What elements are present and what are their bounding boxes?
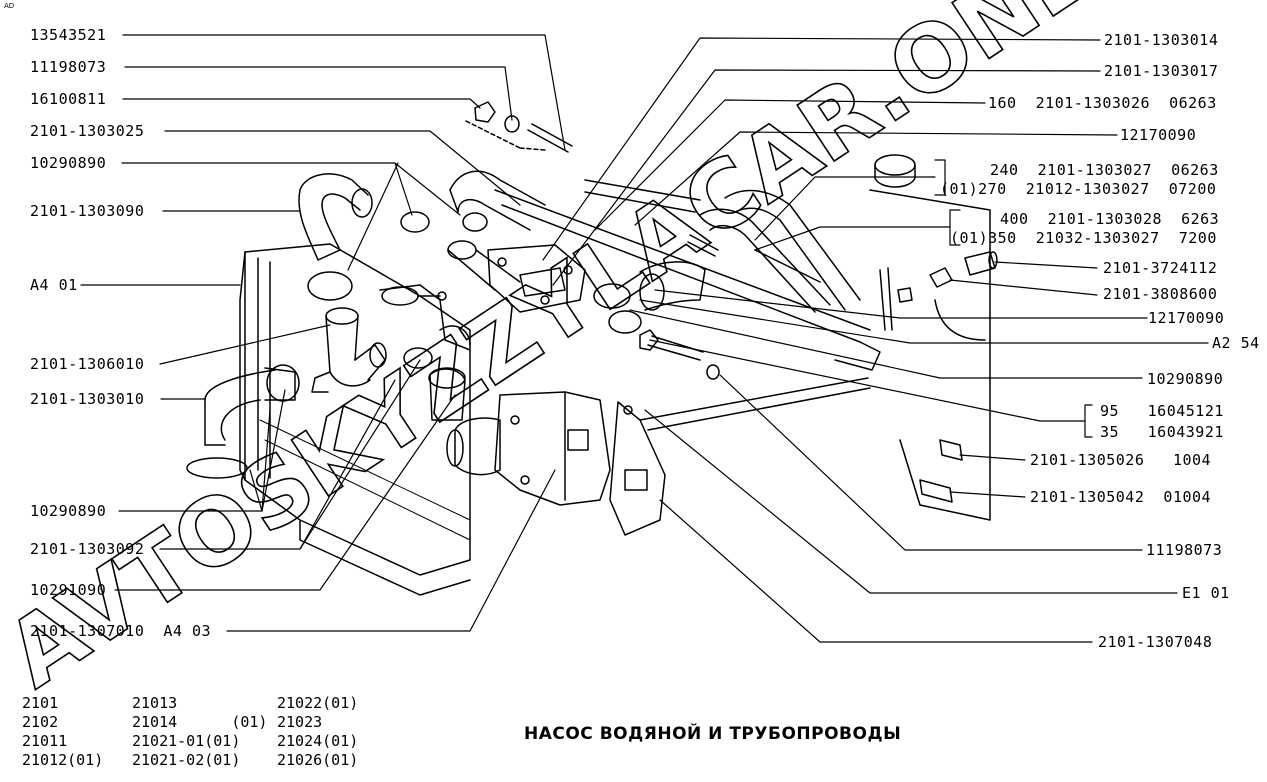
label-2101-3724112: 2101-3724112 (1103, 259, 1218, 277)
diagram-title: НАСОС ВОДЯНОЙ И ТРУБОПРОВОДЫ (524, 724, 902, 744)
label-2101-1303017: 2101-1303017 (1104, 62, 1219, 80)
outlet-flange (487, 244, 586, 313)
label-2101-1307010: 2101-1307010 A4 03 (30, 622, 212, 640)
sensors (687, 234, 998, 503)
bolts (639, 329, 720, 380)
label-2101-1303025: 2101-1303025 (30, 122, 145, 140)
model-cell: 21014 (01) (132, 713, 268, 731)
label-2101-1307048: 2101-1307048 (1098, 633, 1213, 651)
model-cell: 21026(01) (277, 751, 359, 769)
label-2101-1306010: 2101-1306010 (30, 355, 145, 373)
water-pump (428, 367, 611, 506)
expansion-tank (869, 154, 991, 521)
model-cell: 21011 (22, 732, 68, 750)
label-2101-1303027: 240 2101-1303027 06263 (990, 161, 1219, 179)
label-2101-1305026: 2101-1305026 1004 (1030, 451, 1212, 469)
label-10290890-top: 10290890 (30, 154, 107, 172)
label-12170090-right: 12170090 (1148, 309, 1225, 327)
label-a2-54: A2 54 (1212, 334, 1260, 352)
label-16100811: 16100811 (30, 90, 107, 108)
model-cell: 21013 (132, 694, 178, 712)
model-cell: 21021-01(01) (132, 732, 241, 750)
bypass-pipe (447, 170, 546, 291)
label-21012-1303027: (01)270 21012-1303027 07200 (940, 180, 1217, 198)
label-16045121: 95 16045121 (1100, 402, 1224, 420)
label-2101-1303028: 400 2101-1303028 6263 (1000, 210, 1220, 228)
model-cell: 21022(01) (277, 694, 359, 712)
label-2101-1303026: 160 2101-1303026 06263 (988, 94, 1217, 112)
label-10290890-right: 10290890 (1147, 370, 1224, 388)
model-cell: 2101 (22, 694, 59, 712)
leader-lines-left (80, 34, 566, 632)
pipe-tee (311, 307, 387, 393)
upper-hose (298, 173, 373, 261)
label-2101-1305042: 2101-1305042 01004 (1030, 488, 1212, 506)
label-2101-1303010: 2101-1303010 (30, 390, 145, 408)
label-16043921: 35 16043921 (1100, 423, 1224, 441)
corner-mark: AD (4, 2, 15, 10)
label-e1-01: E1 01 (1182, 584, 1230, 602)
model-cell: 21023 (277, 713, 323, 731)
label-12170090-top: 12170090 (1120, 126, 1197, 144)
label-2101-1303090: 2101-1303090 (30, 202, 145, 220)
pump-gasket (609, 377, 871, 536)
label-2101-1303092: 2101-1303092 (30, 540, 145, 558)
model-cell: 21012(01) (22, 751, 104, 769)
label-a4-01: A4 01 (30, 276, 78, 294)
label-10290890-left: 10290890 (30, 502, 107, 520)
leader-lines-right (542, 37, 1209, 643)
label-11198073-left: 11198073 (30, 58, 107, 76)
studs-nuts (465, 101, 573, 153)
heater-hoses (639, 189, 893, 331)
long-pipe (494, 179, 881, 371)
model-cell: 2102 (22, 713, 59, 731)
label-10291090: 10291090 (30, 581, 107, 599)
label-2101-1303014: 2101-1303014 (1104, 31, 1219, 49)
label-2101-3808600: 2101-3808600 (1103, 285, 1218, 303)
label-21032-1303027: (01)350 21032-1303027 7200 (950, 229, 1217, 247)
label-11198073-right: 11198073 (1146, 541, 1223, 559)
model-cell: 21024(01) (277, 732, 359, 750)
label-13543521: 13543521 (30, 26, 107, 44)
hose-clamps (186, 211, 642, 479)
model-cell: 21021-02(01) (132, 751, 241, 769)
